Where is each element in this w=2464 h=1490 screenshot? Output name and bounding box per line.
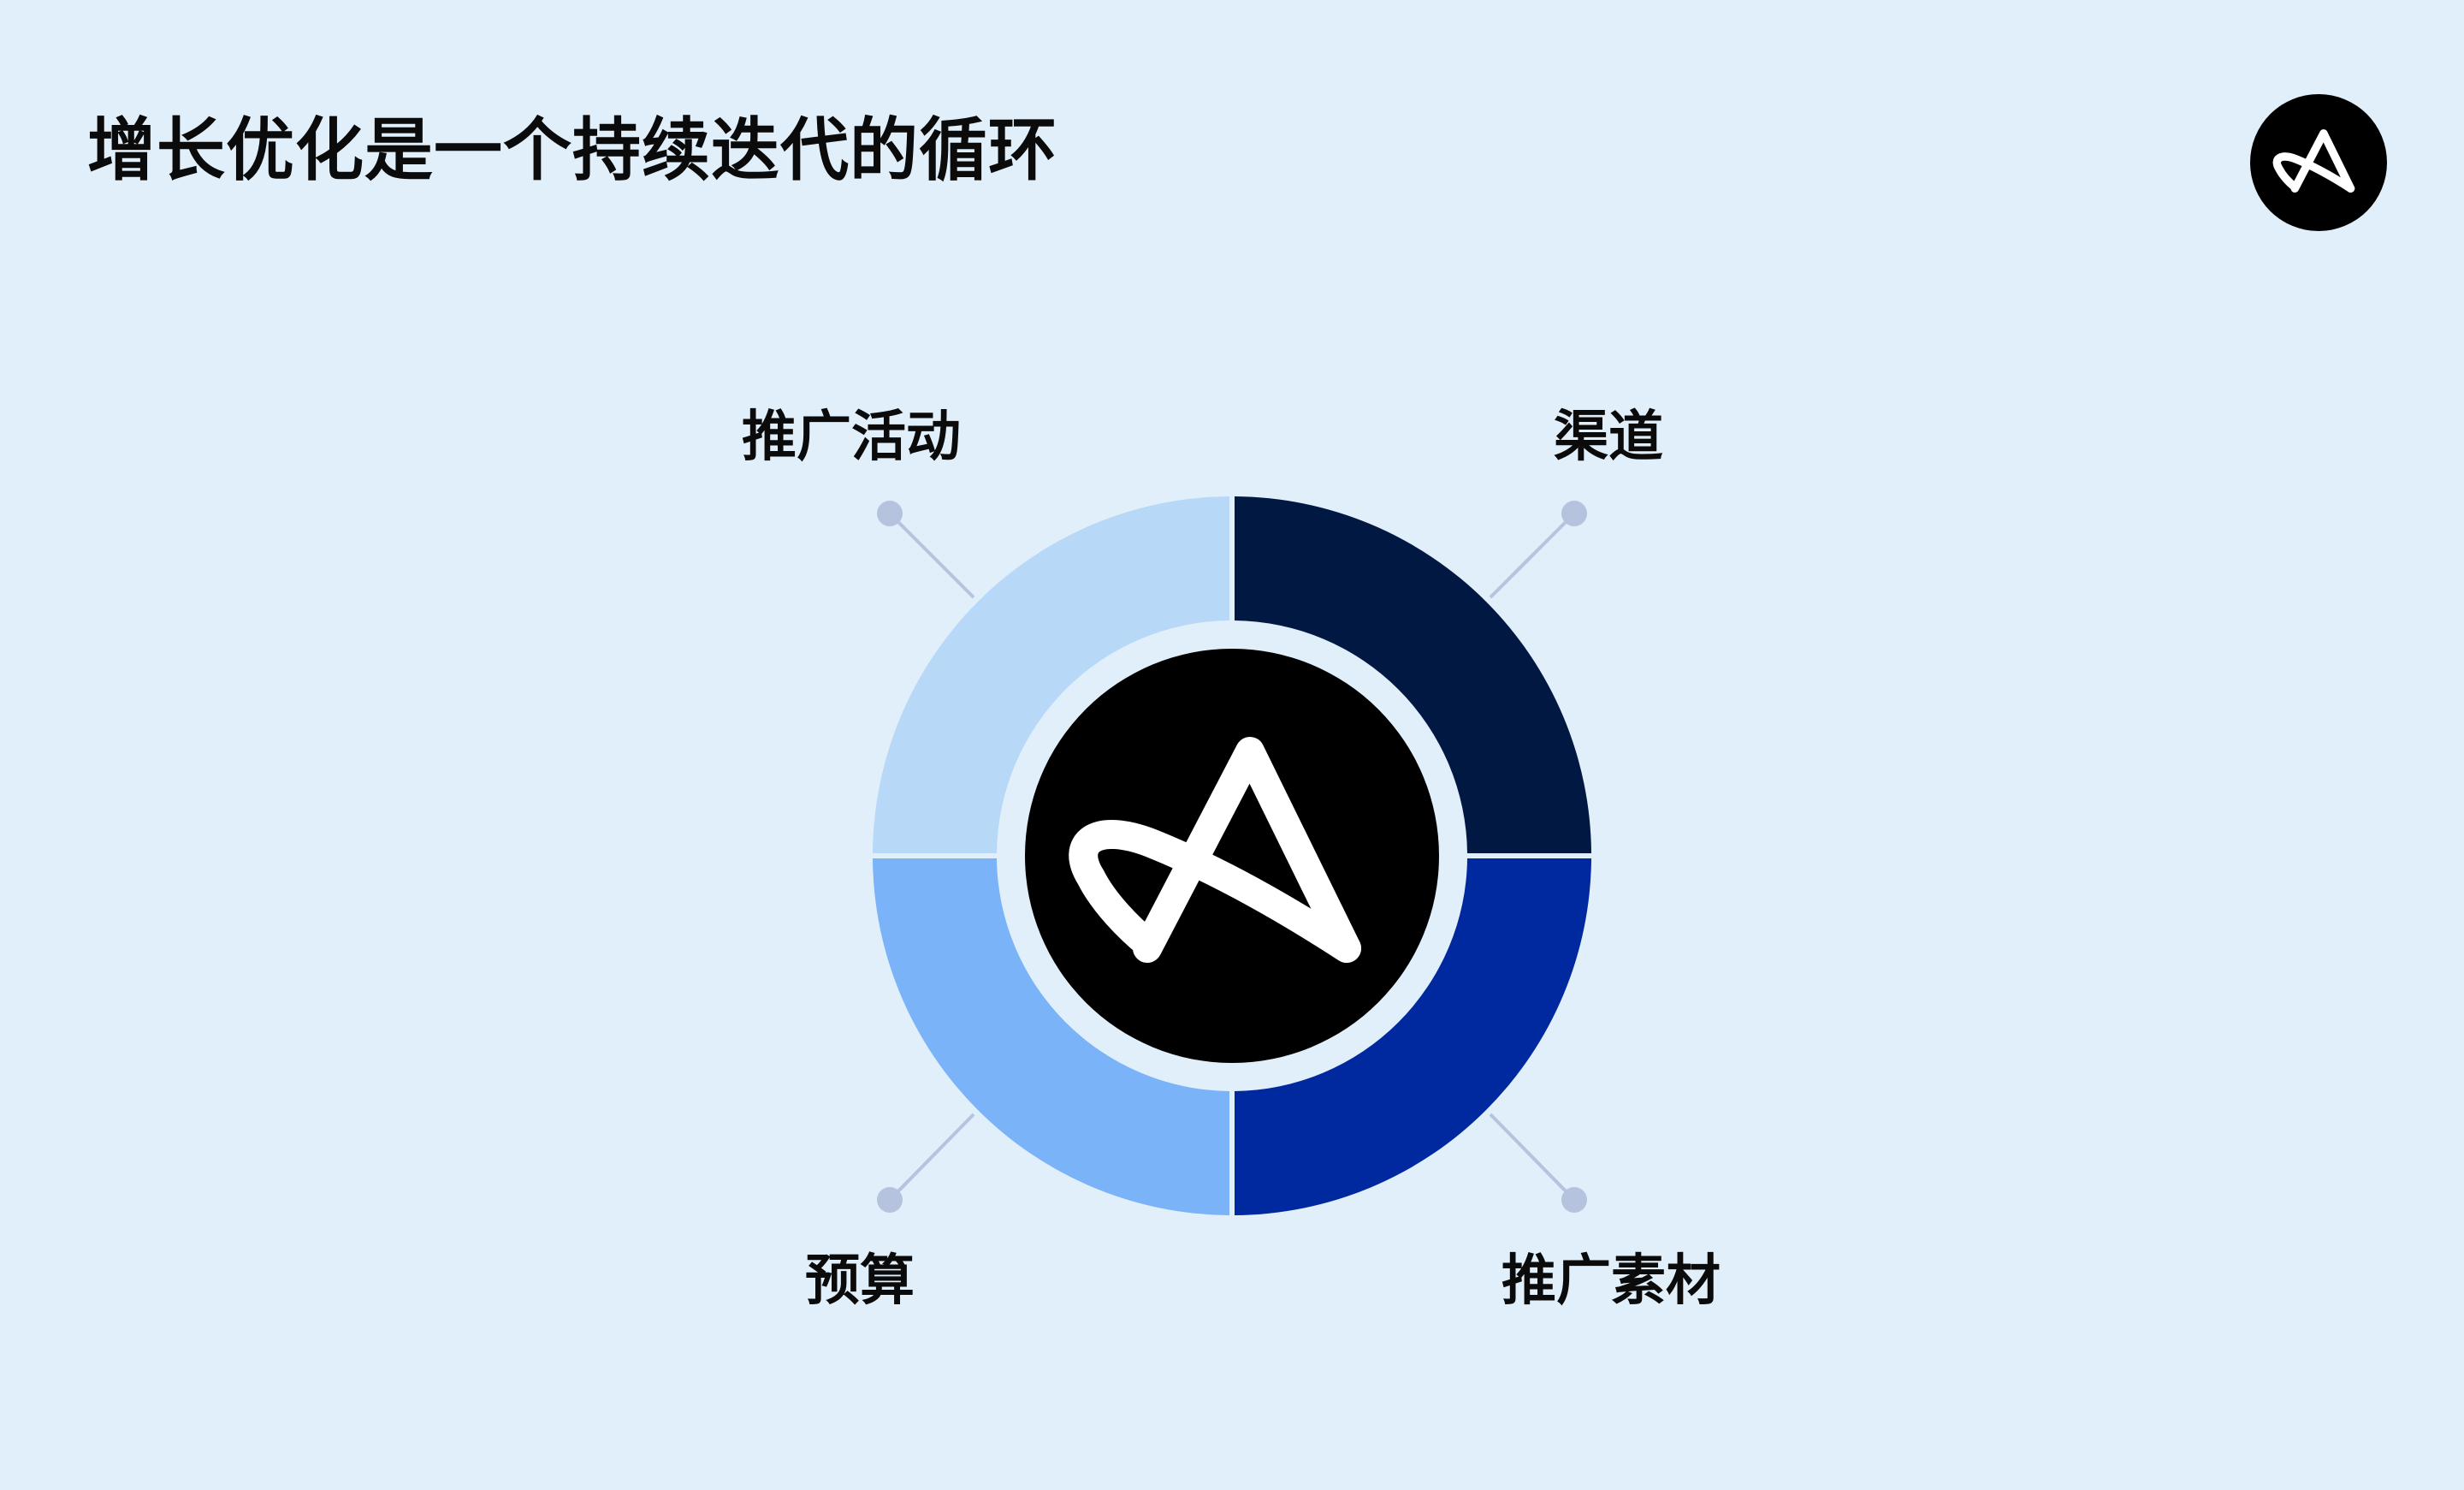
connector-top-left (877, 501, 975, 599)
label-bottom-right: 推广素材 (1502, 1250, 1721, 1313)
segment-bottom-left (873, 858, 1229, 1215)
connector-bottom-left (877, 1113, 975, 1213)
segment-bottom-right (1235, 858, 1591, 1215)
segment-top-left (873, 496, 1229, 853)
connector-bottom-right (1489, 1113, 1587, 1213)
segment-top-right (1235, 496, 1591, 853)
brand-logo-icon (2250, 94, 2387, 231)
label-top-right: 渠道 (1554, 406, 1663, 469)
center-logo-icon (1069, 737, 1361, 963)
label-bottom-left: 预算 (805, 1250, 915, 1313)
center-circle (1025, 649, 1439, 1063)
connector-top-right (1489, 501, 1587, 599)
label-top-left: 推广活动 (742, 406, 961, 469)
page-title: 增长优化是一个持续迭代的循环 (87, 110, 1057, 190)
